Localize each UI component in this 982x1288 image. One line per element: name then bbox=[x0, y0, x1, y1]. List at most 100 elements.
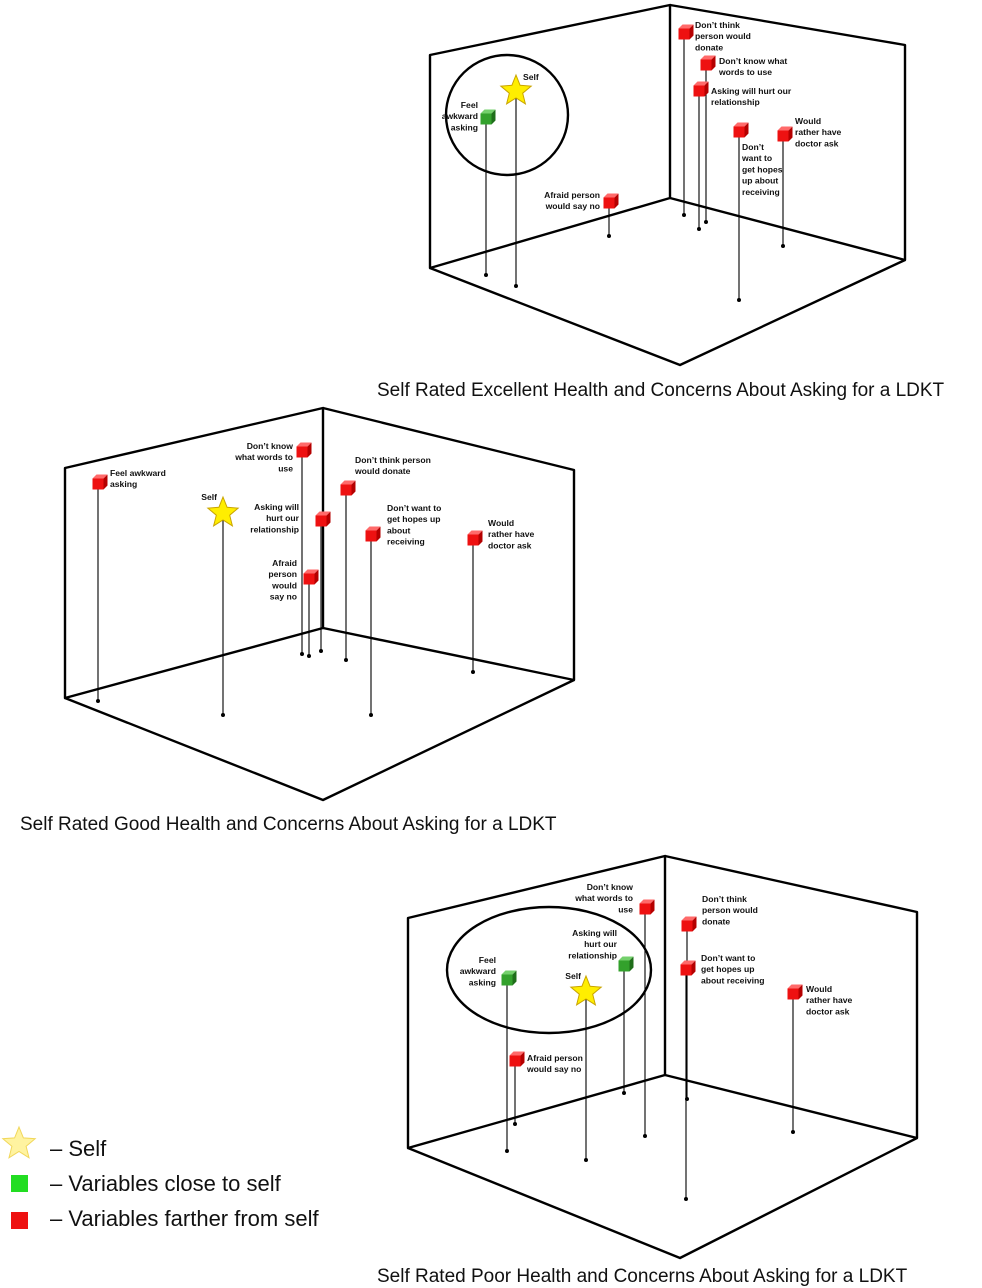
far-variable-cube-icon bbox=[509, 1051, 525, 1067]
stem-foot-dot bbox=[96, 699, 100, 703]
marker-label-line: Afraid bbox=[272, 558, 297, 568]
legend-self-star-icon bbox=[1, 1125, 37, 1159]
marker-label-line: Don’t think person bbox=[355, 455, 431, 465]
far-variable-cube-icon bbox=[340, 480, 356, 496]
marker-label-line: get hopes bbox=[742, 164, 783, 174]
marker-label-line: donate bbox=[695, 42, 723, 52]
far-variable-cube-icon bbox=[777, 126, 793, 142]
far-variable-cube-icon bbox=[639, 899, 655, 915]
marker-label-line: Asking will hurt our bbox=[711, 86, 792, 96]
stem-foot-dot bbox=[369, 713, 373, 717]
marker-label-line: relationship bbox=[568, 950, 617, 960]
marker-label-line: Feel awkward bbox=[110, 468, 166, 478]
marker-label-line: get hopes up bbox=[701, 964, 754, 974]
far-variable-cube-icon bbox=[303, 569, 319, 585]
caption-good: Self Rated Good Health and Concerns Abou… bbox=[20, 814, 557, 835]
stem-foot-dot bbox=[607, 234, 611, 238]
marker-label-line: Don’t know bbox=[247, 441, 294, 451]
marker-label-line: about bbox=[387, 525, 411, 535]
stem-foot-dot bbox=[505, 1149, 509, 1153]
self-label: Self bbox=[201, 492, 217, 502]
marker-label-line: would bbox=[271, 580, 297, 590]
marker-label-line: person would bbox=[702, 905, 758, 915]
stem-foot-dot bbox=[622, 1091, 626, 1095]
marker-label-line: use bbox=[618, 904, 633, 914]
stem-foot-dot bbox=[471, 670, 475, 674]
marker-self: Self bbox=[499, 72, 539, 288]
marker-label-line: Afraid person bbox=[527, 1053, 583, 1063]
stem-foot-dot bbox=[319, 649, 323, 653]
stem-foot-dot bbox=[704, 220, 708, 224]
marker-label-line: would say no bbox=[526, 1064, 581, 1074]
far-variable-cube-icon bbox=[296, 442, 312, 458]
close-variables-ring bbox=[445, 905, 653, 1035]
stem-foot-dot bbox=[514, 284, 518, 288]
marker-label-line: awkward bbox=[460, 966, 496, 976]
caption-poor: Self Rated Poor Health and Concerns Abou… bbox=[377, 1266, 908, 1287]
marker-label-line: Don’t bbox=[742, 142, 764, 152]
stem-foot-dot bbox=[221, 713, 225, 717]
marker-self: Self bbox=[565, 971, 603, 1162]
legend-far-square-icon bbox=[11, 1212, 28, 1229]
stem-foot-dot bbox=[643, 1134, 647, 1138]
stem-foot-dot bbox=[307, 654, 311, 658]
marker-label-line: Feel bbox=[479, 955, 496, 965]
marker-label-line: Don’t want to bbox=[701, 953, 755, 963]
marker-label-line: rather have bbox=[795, 127, 842, 137]
stem-foot-dot bbox=[781, 244, 785, 248]
legend-self-text: – Self bbox=[50, 1136, 107, 1161]
room-box bbox=[428, 3, 907, 367]
self-star-icon bbox=[206, 495, 240, 527]
legend-close-text: – Variables close to self bbox=[50, 1171, 282, 1196]
marker-label-line: Don’t think bbox=[702, 894, 747, 904]
close-variable-cube-icon bbox=[480, 109, 496, 125]
marker-label-line: Would bbox=[795, 116, 821, 126]
legend-far-text: – Variables farther from self bbox=[50, 1206, 319, 1231]
stem-foot-dot bbox=[682, 213, 686, 217]
marker-self: Self bbox=[201, 492, 240, 717]
close-variable-cube-icon bbox=[501, 970, 517, 986]
stem-foot-dot bbox=[684, 1197, 688, 1201]
far-variable-cube-icon bbox=[733, 122, 749, 138]
far-variable-cube-icon bbox=[92, 474, 108, 490]
far-variable-cube-icon bbox=[603, 193, 619, 209]
stem-foot-dot bbox=[513, 1122, 517, 1126]
far-variable-cube-icon bbox=[787, 984, 803, 1000]
marker-label-line: donate bbox=[702, 916, 730, 926]
marker-label-line: would say no bbox=[545, 201, 600, 211]
marker-label-line: Don’t think bbox=[695, 20, 740, 30]
marker-label-line: up about bbox=[742, 176, 778, 186]
self-star-icon bbox=[569, 974, 603, 1006]
close-variable-cube-icon bbox=[618, 956, 634, 972]
stem-foot-dot bbox=[300, 652, 304, 656]
marker-label-line: want to bbox=[741, 153, 772, 163]
far-variable-cube-icon bbox=[681, 916, 697, 932]
